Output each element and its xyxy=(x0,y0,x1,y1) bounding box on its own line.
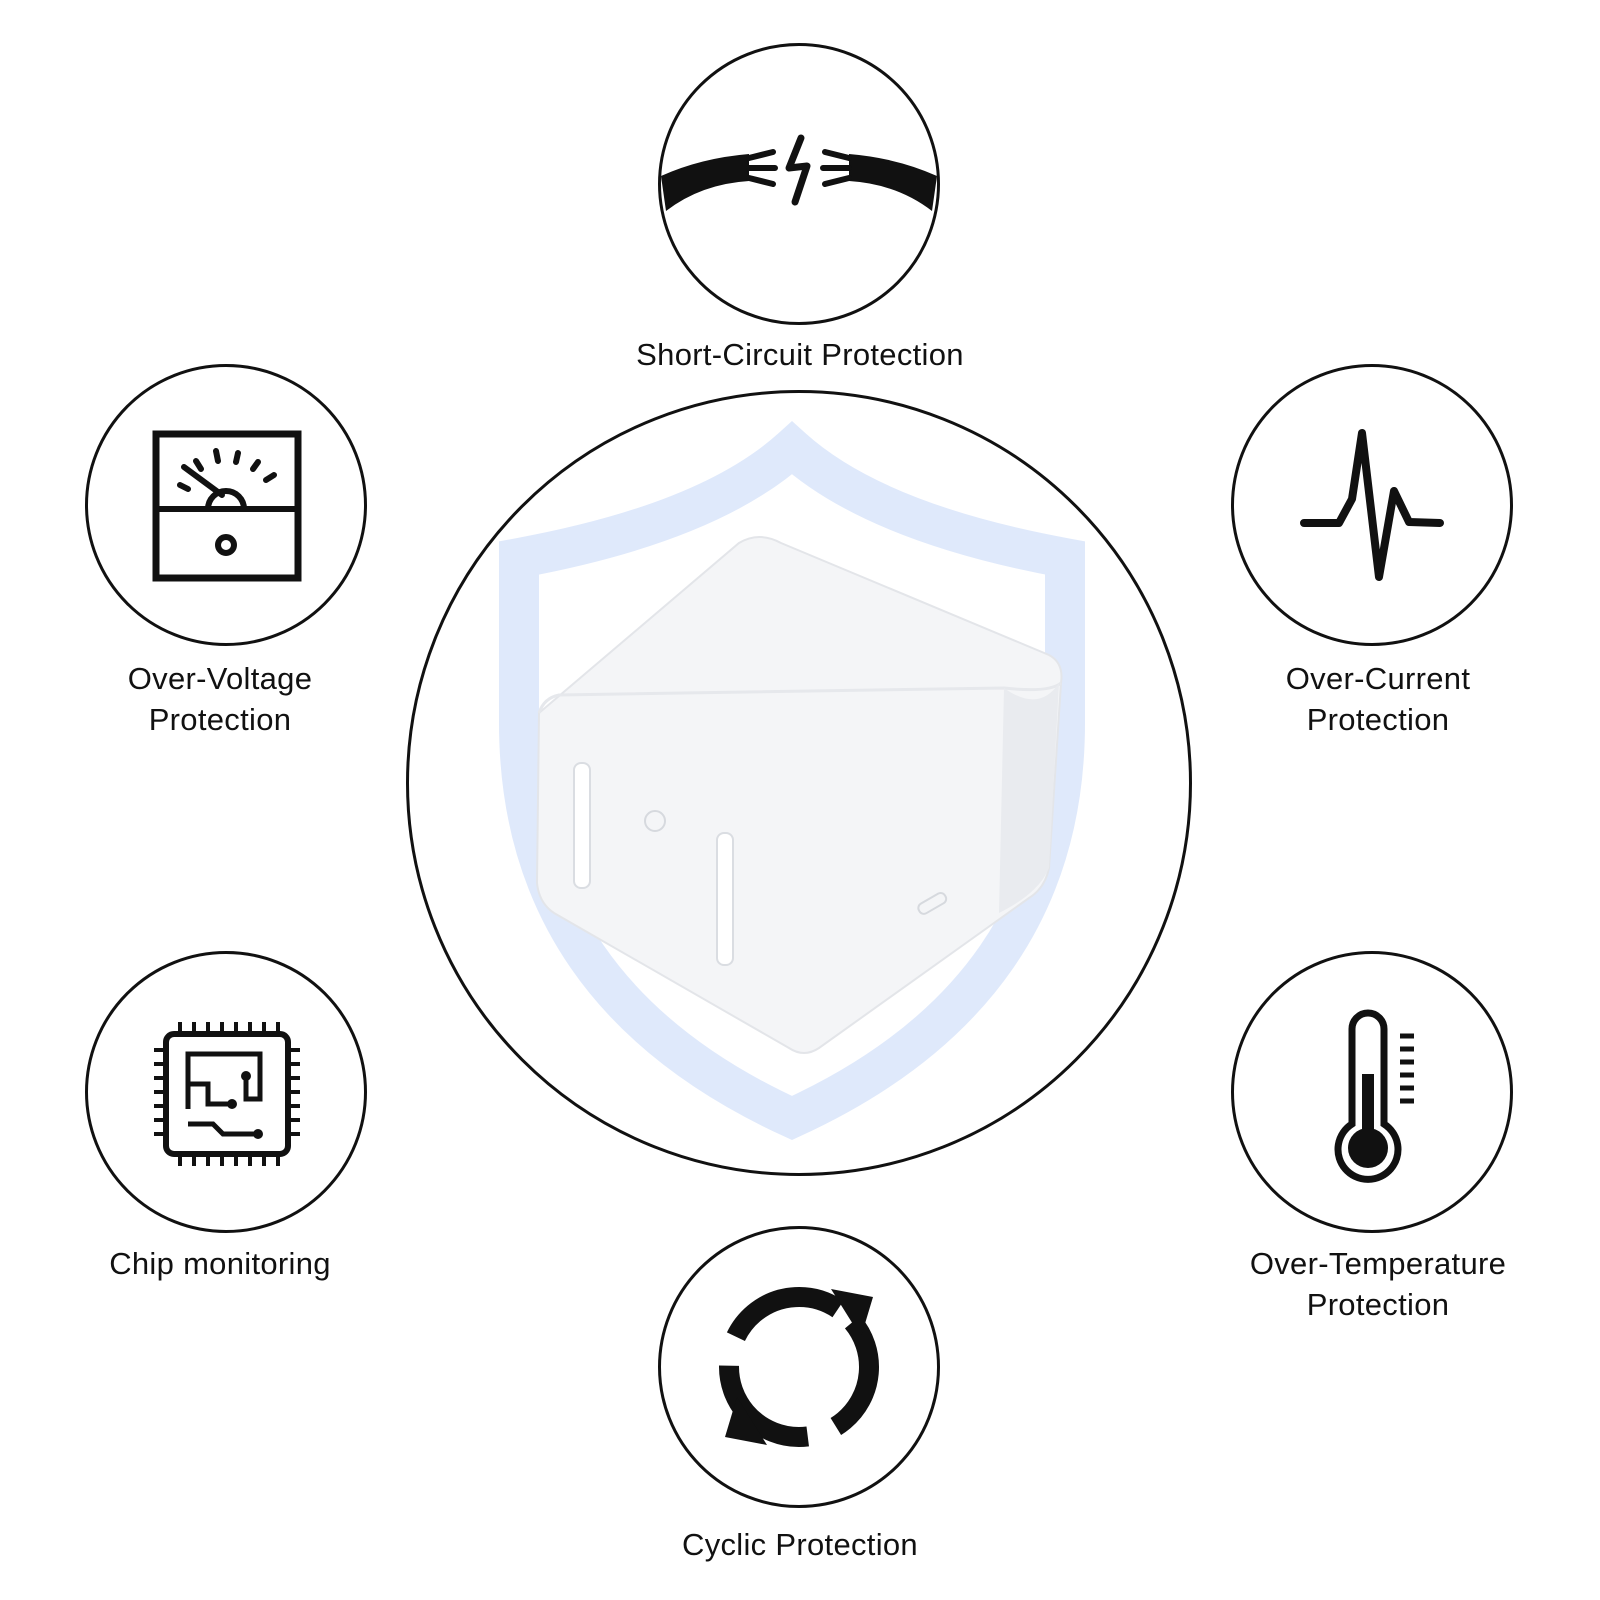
over-temperature-circle xyxy=(1231,951,1513,1233)
thermometer-icon xyxy=(1334,1009,1414,1183)
broken-wire-spark-icon xyxy=(661,134,937,211)
product-circle xyxy=(406,390,1192,1176)
over-voltage-line2: Protection xyxy=(148,702,292,737)
over-voltage-circle xyxy=(85,364,367,646)
over-temperature-label: Over-Temperature Protection xyxy=(1250,1243,1506,1325)
over-temperature-line1: Over-Temperature xyxy=(1249,1246,1507,1281)
over-voltage-line1: Over-Voltage xyxy=(127,661,313,696)
over-voltage-label: Over-Voltage Protection xyxy=(128,658,313,740)
cyclic-circle xyxy=(658,1226,940,1508)
cycle-arrows-icon xyxy=(719,1287,879,1447)
over-current-label: Over-Current Protection xyxy=(1286,658,1470,740)
short-circuit-label: Short-Circuit Protection xyxy=(636,337,964,372)
over-current-line1: Over-Current xyxy=(1285,661,1471,696)
voltmeter-icon xyxy=(152,430,302,582)
cyclic-label: Cyclic Protection xyxy=(682,1527,918,1562)
shield-icon xyxy=(499,421,1085,1141)
over-current-circle xyxy=(1231,364,1513,646)
chip-icon xyxy=(154,1022,300,1166)
chip-label: Chip monitoring xyxy=(109,1246,331,1281)
short-circuit-circle xyxy=(658,43,940,325)
pulse-wave-icon xyxy=(1300,429,1444,581)
chip-circle xyxy=(85,951,367,1233)
over-current-line2: Protection xyxy=(1306,702,1450,737)
over-temperature-line2: Protection xyxy=(1306,1287,1450,1322)
charger-product-image xyxy=(499,421,1085,1141)
